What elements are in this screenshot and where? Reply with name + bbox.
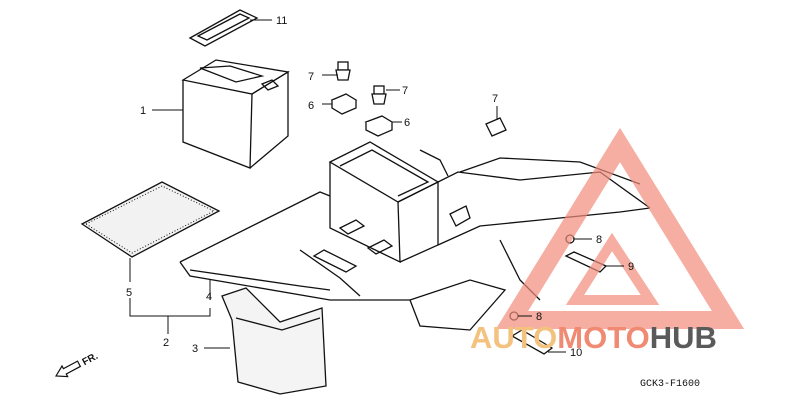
watermark-logo: AUTOMOTOHUB [470, 127, 745, 355]
battery-tray [179, 141, 651, 331]
figure-code: GCK3-F1600 [640, 379, 700, 390]
svg-text:AUTOMOTOHUB: AUTOMOTOHUB [470, 320, 717, 355]
direction-label: FR. [81, 351, 101, 368]
label-7b: 7 [402, 85, 408, 97]
watermark-part-1: AUTO [470, 320, 557, 355]
label-8b: 8 [536, 311, 542, 323]
battery-pad [80, 181, 221, 258]
label-6a: 6 [308, 100, 314, 112]
watermark-part-3: HUB [650, 320, 717, 355]
label-4: 4 [206, 291, 212, 303]
label-8a: 8 [596, 234, 602, 246]
battery [181, 59, 290, 169]
bolt [335, 61, 507, 137]
label-2: 2 [163, 337, 169, 349]
clip-nut [330, 93, 394, 137]
label-5: 5 [126, 287, 132, 299]
front-direction-arrow: FR. [54, 351, 101, 378]
label-6b: 6 [404, 117, 410, 129]
leader-lines [129, 19, 624, 353]
battery-cover [221, 287, 327, 395]
watermark-part-2: MOTO [557, 320, 649, 355]
label-7c: 7 [492, 93, 498, 105]
label-3: 3 [192, 343, 198, 355]
label-7a: 7 [308, 71, 314, 83]
label-11: 11 [276, 15, 287, 27]
label-1: 1 [140, 105, 146, 117]
label-9: 9 [628, 261, 634, 273]
battery-band [188, 9, 259, 47]
label-10: 10 [570, 347, 582, 359]
